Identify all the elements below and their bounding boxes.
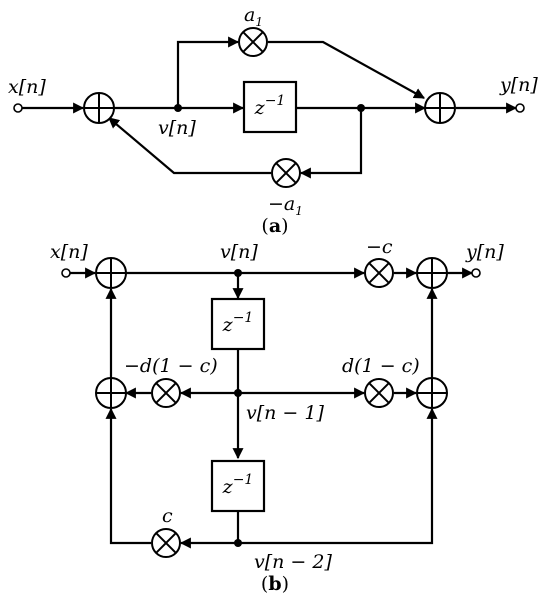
mid-left-adder-icon: [95, 377, 127, 409]
gain-neg-c-label: −c: [366, 236, 393, 258]
input-terminal-a: [13, 103, 23, 113]
vn-junction-b: [234, 269, 242, 277]
vn-junction-a: [174, 104, 182, 112]
vn2-to-right-column-wire-b: [238, 407, 438, 545]
gain-neg-d-label: −d(1 − c): [124, 355, 218, 377]
mid-right-adder-icon: [416, 377, 448, 409]
delay-label-b1: z−1: [222, 310, 254, 336]
output-label-a: y[n]: [499, 74, 538, 96]
a1-to-output-adder-wire-a: [268, 40, 425, 99]
output-terminal-b: [471, 268, 481, 278]
state-label-a: v[n]: [158, 117, 196, 139]
gain-a1-label: a1: [244, 4, 263, 29]
delay-block-b1: [210, 297, 266, 351]
state-1-label-b: v[n − 1]: [246, 402, 324, 424]
caption-b: (b): [261, 573, 289, 595]
diagram-a: z−1 x[n] y[n] v[n] a1 −a1 (a): [8, 4, 538, 237]
top-left-adder-icon: [95, 257, 127, 289]
gain-d-label: d(1 − c): [342, 355, 420, 377]
vn2-junction-b: [234, 539, 242, 547]
gain-c-label: c: [162, 505, 173, 527]
diagram-b: z−1 z−1 x[n] y[n] v[n] v[n − 1] v[n − 2]…: [50, 236, 504, 595]
feedback-to-adder-wire-a: [108, 117, 271, 175]
output-terminal-a: [515, 103, 525, 113]
delay-block-b2: [210, 459, 266, 513]
vn1-junction-b: [234, 389, 242, 397]
gain-d-multiplier-icon: [364, 378, 394, 408]
gain-neg-a1-label: −a1: [268, 193, 303, 218]
input-label-b: x[n]: [50, 241, 88, 263]
caption-a: (a): [261, 215, 288, 237]
top-right-adder-icon: [416, 257, 448, 289]
state-2-label-b: v[n − 2]: [254, 551, 332, 573]
input-terminal-b: [61, 268, 71, 278]
state-0-label-b: v[n]: [220, 241, 258, 263]
delay-label-a: z−1: [254, 93, 286, 119]
feedforward-up-wire-a: [176, 36, 240, 108]
c-mult-to-left-column-wire-b: [105, 407, 151, 545]
gain-neg-d-multiplier-icon: [151, 378, 181, 408]
gain-neg-c-multiplier-icon: [364, 258, 394, 288]
gain-neg-a1-multiplier-icon: [271, 158, 301, 188]
delay-label-b2: z−1: [222, 472, 254, 498]
output-adder-icon: [424, 92, 456, 124]
gain-c-multiplier-icon: [151, 528, 181, 558]
gain-a1-multiplier-icon: [238, 27, 268, 57]
delay-output-junction-a: [357, 104, 365, 112]
input-adder-icon: [83, 92, 115, 124]
output-label-b: y[n]: [465, 241, 504, 263]
delay-block-a: [242, 80, 298, 134]
input-label-a: x[n]: [8, 76, 46, 98]
feedback-down-wire-a: [299, 108, 363, 179]
